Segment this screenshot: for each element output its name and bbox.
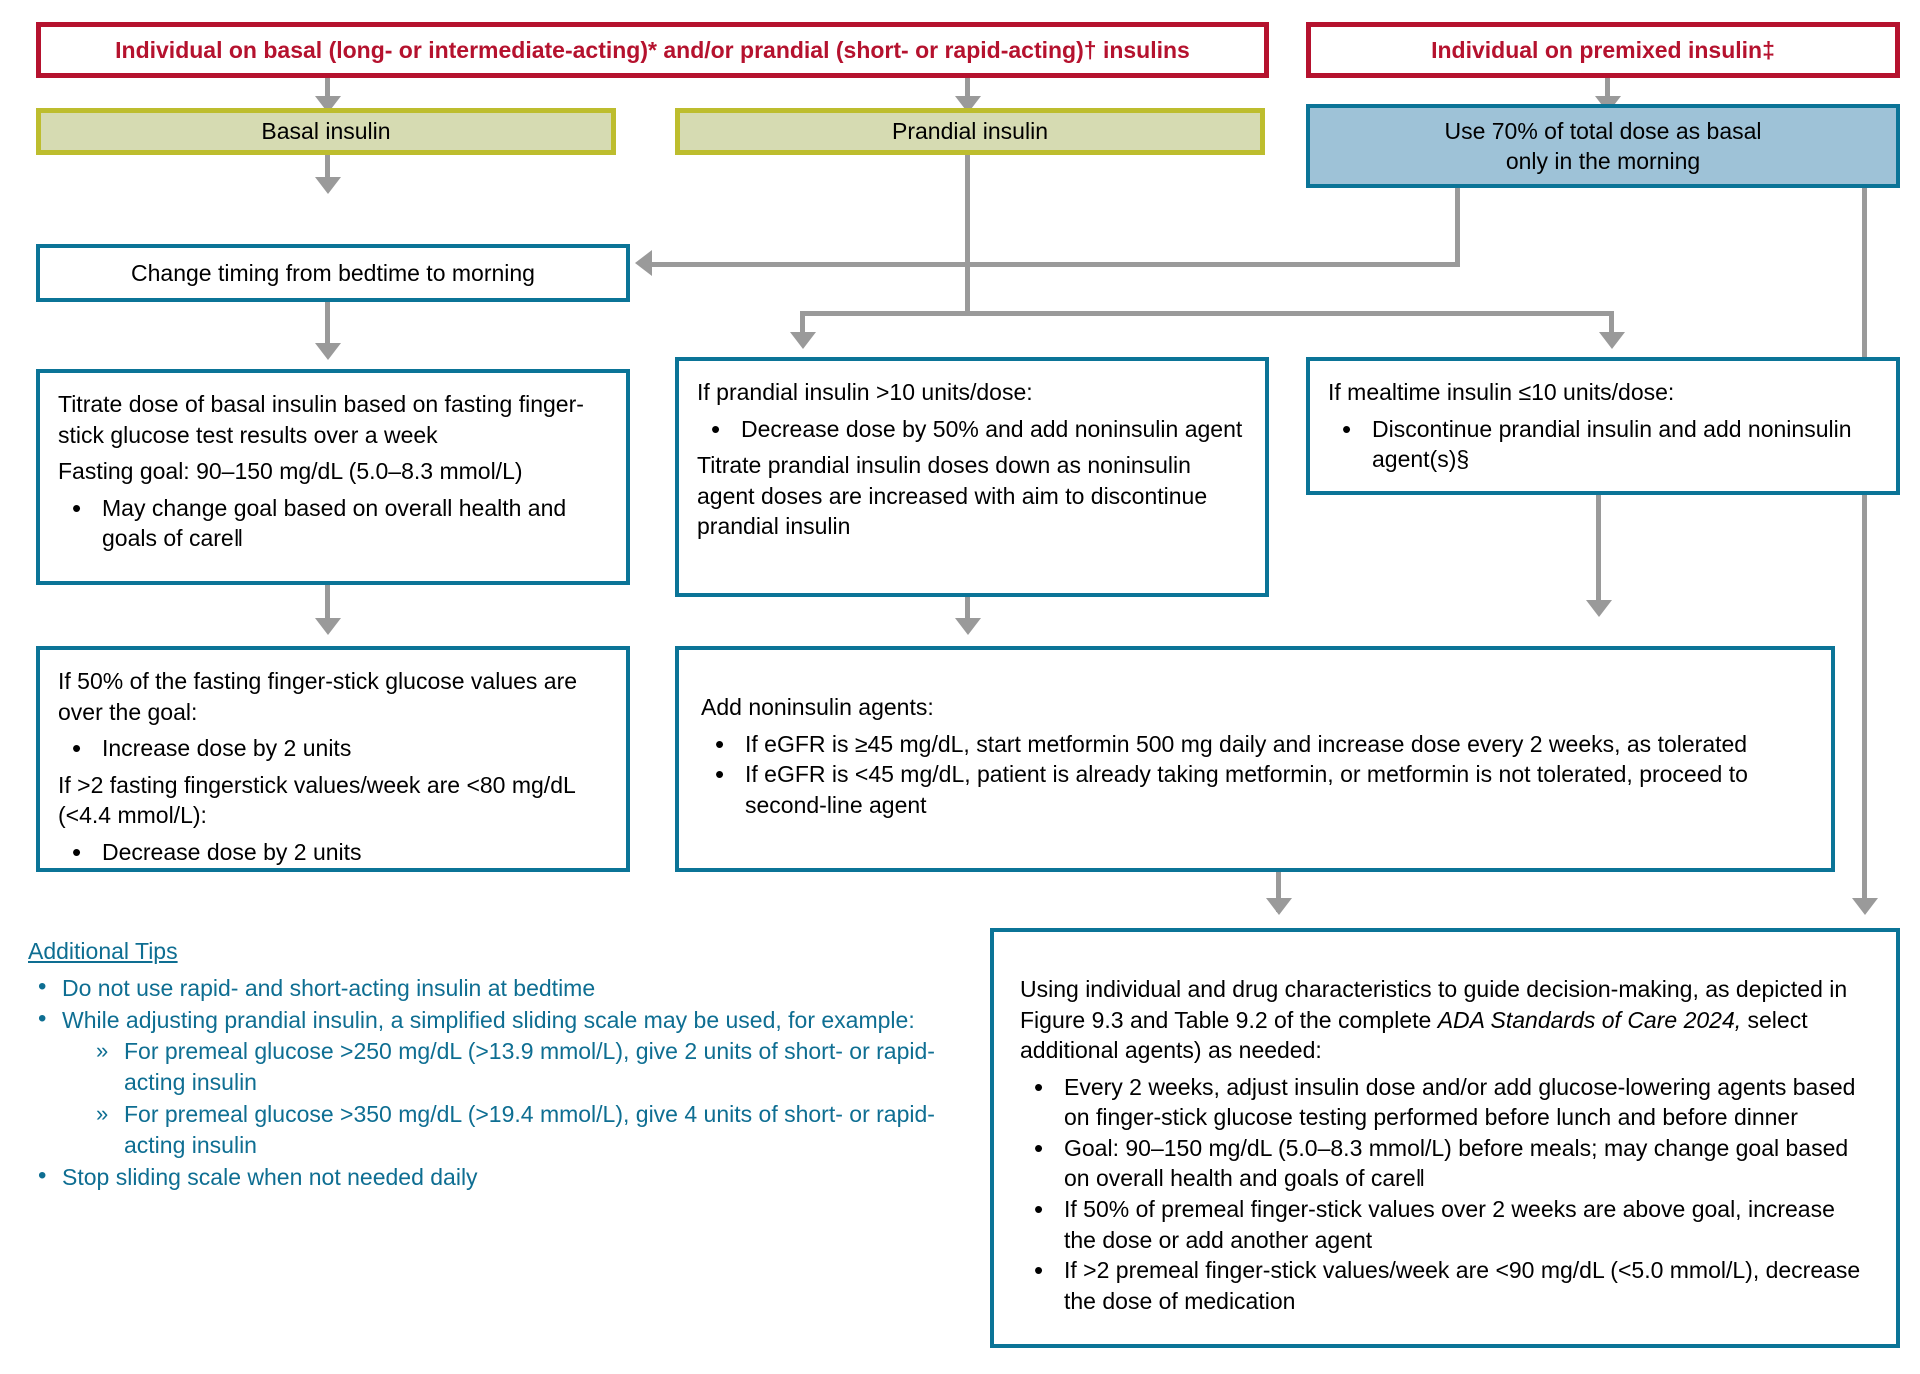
arrow-change-timing-to-titrate xyxy=(315,343,341,360)
titrate-basal-line-1: Titrate dose of basal insulin based on f… xyxy=(58,391,584,448)
additional-tips: Additional Tips Do not use rapid- and sh… xyxy=(28,936,958,1194)
list-item: If >2 premeal finger-stick values/week a… xyxy=(1020,1253,1870,1316)
prandial-high-line-2: Titrate prandial insulin doses down as n… xyxy=(697,452,1208,540)
node-start-right-label: Individual on premixed insulin‡ xyxy=(1431,36,1775,63)
list-item: If eGFR is <45 mg/dL, patient is already… xyxy=(701,757,1809,820)
mealtime-low-bullets: Discontinue prandial insulin and add non… xyxy=(1328,412,1878,475)
list-item: Decrease dose by 50% and add noninsulin … xyxy=(697,412,1247,446)
final-guidance-intro-italic: ADA Standards of Care 2024, xyxy=(1437,1006,1742,1033)
arrow-add-to-final xyxy=(1266,898,1292,915)
list-item: For premeal glucose >350 mg/dL (>19.4 mm… xyxy=(62,1099,958,1161)
connector-add-to-final xyxy=(1276,872,1281,912)
final-guidance-bullets: Every 2 weeks, adjust insulin dose and/o… xyxy=(1020,1070,1870,1317)
fasting-adjust-bullets-2: Decrease dose by 2 units xyxy=(58,835,608,869)
additional-tips-sublist: For premeal glucose >250 mg/dL (>13.9 mm… xyxy=(62,1036,958,1161)
list-item: Goal: 90–150 mg/dL (5.0–8.3 mmol/L) befo… xyxy=(1020,1131,1870,1194)
connector-premixed-to-change-timing xyxy=(650,262,1460,267)
node-start-left: Individual on basal (long- or intermedia… xyxy=(36,22,1269,78)
titrate-basal-line-2: Fasting goal: 90–150 mg/dL (5.0–8.3 mmol… xyxy=(58,458,523,485)
node-add-noninsulin: Add noninsulin agents: If eGFR is ≥45 mg… xyxy=(675,646,1835,872)
node-start-right: Individual on premixed insulin‡ xyxy=(1306,22,1900,78)
fasting-adjust-line-1: If 50% of the fasting finger-stick gluco… xyxy=(58,668,578,725)
node-prandial-high: If prandial insulin >10 units/dose: Decr… xyxy=(675,357,1269,597)
list-item: Do not use rapid- and short-acting insul… xyxy=(28,971,958,1004)
list-item: Discontinue prandial insulin and add non… xyxy=(1328,412,1878,475)
connector-mealtime-to-add xyxy=(1596,495,1601,607)
tip-sliding-scale-label: While adjusting prandial insulin, a simp… xyxy=(62,1007,915,1034)
arrow-prandial-high-to-add xyxy=(955,618,981,635)
fasting-adjust-line-2: If >2 fasting fingerstick values/week ar… xyxy=(58,771,575,829)
node-change-timing-label: Change timing from bedtime to morning xyxy=(131,259,535,286)
connector-premixed-to-final xyxy=(1862,188,1867,905)
titrate-basal-bullets: May change goal based on overall health … xyxy=(58,491,608,554)
node-prandial-insulin-label: Prandial insulin xyxy=(892,118,1048,144)
node-titrate-basal: Titrate dose of basal insulin based on f… xyxy=(36,369,630,585)
list-item: May change goal based on overall health … xyxy=(58,491,608,554)
final-guidance-intro-a: Using individual and drug characteristic… xyxy=(1020,976,1848,1033)
node-start-left-label: Individual on basal (long- or intermedia… xyxy=(115,36,1190,63)
arrow-titrate-to-fasting xyxy=(315,618,341,635)
list-item: While adjusting prandial insulin, a simp… xyxy=(28,1003,958,1161)
list-item: If eGFR is ≥45 mg/dL, start metformin 50… xyxy=(701,727,1809,761)
connector-prandial-split-bar xyxy=(800,311,1614,316)
node-prandial-insulin: Prandial insulin xyxy=(675,108,1265,155)
node-basal-insulin: Basal insulin xyxy=(36,108,616,155)
list-item: Decrease dose by 2 units xyxy=(58,835,608,869)
additional-tips-list: Do not use rapid- and short-acting insul… xyxy=(28,971,958,1193)
additional-tips-heading: Additional Tips xyxy=(28,938,178,964)
node-final-guidance: Using individual and drug characteristic… xyxy=(990,928,1900,1348)
connector-prandial-high-to-add xyxy=(965,597,970,625)
node-mealtime-low: If mealtime insulin ≤10 units/dose: Disc… xyxy=(1306,357,1900,495)
add-noninsulin-line-1: Add noninsulin agents: xyxy=(701,694,934,720)
connector-start-left-to-prandial xyxy=(965,78,970,101)
final-guidance-intro: Using individual and drug characteristic… xyxy=(1020,974,1870,1066)
connector-prandial-down xyxy=(965,155,970,315)
connector-start-left-to-basal xyxy=(325,78,330,101)
add-noninsulin-bullets: If eGFR is ≥45 mg/dL, start metformin 50… xyxy=(701,727,1809,821)
arrow-basal-to-change-timing xyxy=(315,177,341,194)
connector-basal-to-change-timing xyxy=(325,155,330,180)
final-guidance-intro-b: select additional agents) as needed: xyxy=(1020,1006,1808,1064)
node-premixed-convert-label: Use 70% of total dose as basal only in t… xyxy=(1444,117,1762,174)
arrow-premixed-to-final xyxy=(1852,898,1878,915)
node-fasting-adjust: If 50% of the fasting finger-stick gluco… xyxy=(36,646,630,872)
node-basal-insulin-label: Basal insulin xyxy=(261,118,391,144)
connector-prandial-to-mealtime xyxy=(1609,311,1614,337)
arrow-prandial-to-mealtime xyxy=(1599,332,1625,349)
node-premixed-convert: Use 70% of total dose as basal only in t… xyxy=(1306,104,1900,188)
arrow-mealtime-to-add xyxy=(1586,600,1612,617)
connector-start-right-to-premixed xyxy=(1605,78,1610,101)
arrow-premixed-to-change-timing xyxy=(635,250,652,276)
list-item: Every 2 weeks, adjust insulin dose and/o… xyxy=(1020,1070,1870,1133)
prandial-high-bullets: Decrease dose by 50% and add noninsulin … xyxy=(697,412,1247,446)
list-item: If 50% of premeal finger-stick values ov… xyxy=(1020,1192,1870,1255)
list-item: Stop sliding scale when not needed daily xyxy=(28,1160,958,1193)
connector-titrate-to-fasting xyxy=(325,585,330,625)
node-change-timing: Change timing from bedtime to morning xyxy=(36,244,630,302)
connector-premixed-down xyxy=(1455,188,1460,265)
list-item: Increase dose by 2 units xyxy=(58,731,608,765)
arrow-prandial-to-high xyxy=(790,332,816,349)
mealtime-low-line-1: If mealtime insulin ≤10 units/dose: xyxy=(1328,379,1675,405)
fasting-adjust-bullets-1: Increase dose by 2 units xyxy=(58,731,608,765)
list-item: For premeal glucose >250 mg/dL (>13.9 mm… xyxy=(62,1036,958,1098)
prandial-high-line-1: If prandial insulin >10 units/dose: xyxy=(697,379,1033,405)
connector-prandial-to-high xyxy=(800,311,805,337)
connector-change-timing-to-titrate xyxy=(325,302,330,346)
